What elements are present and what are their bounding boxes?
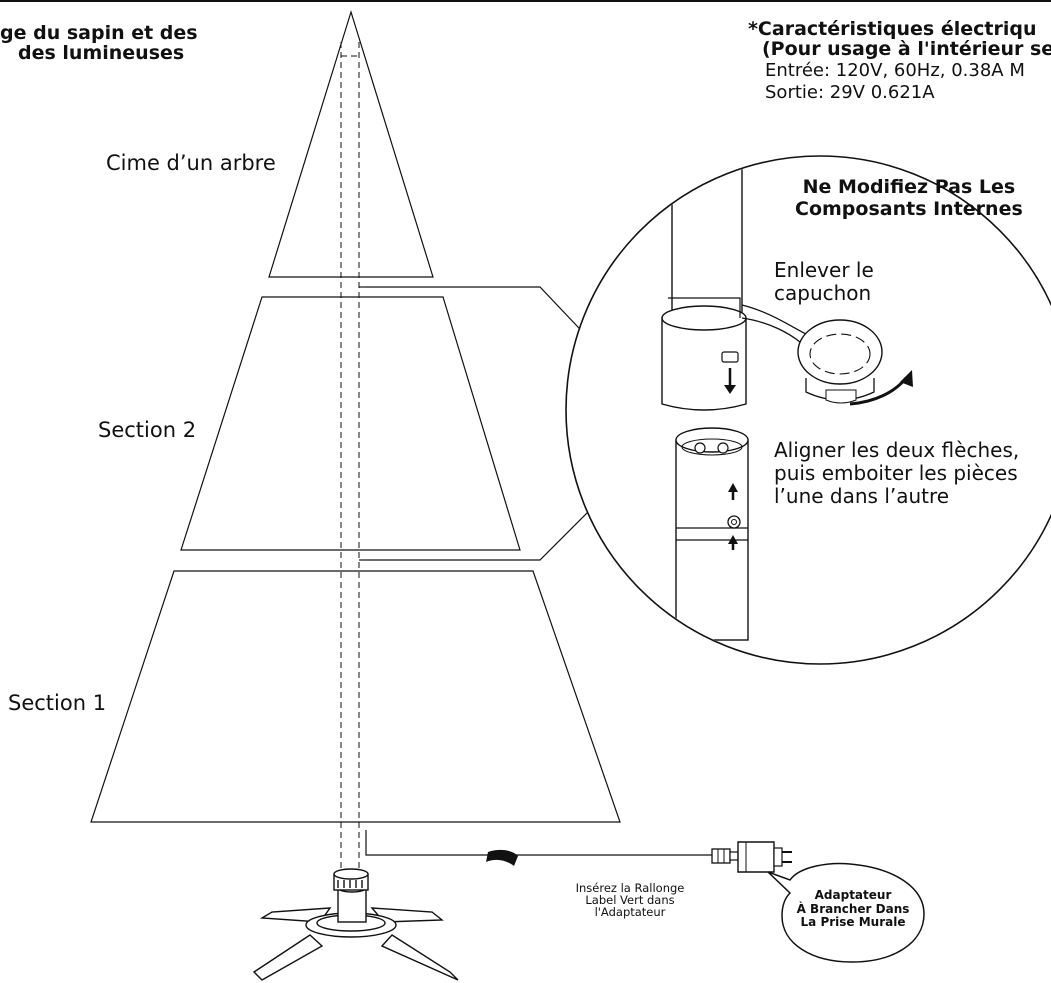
input-spec: Entrée: 120V, 60Hz, 0.38A M <box>765 60 1025 81</box>
section-1-label: Section 1 <box>8 691 107 715</box>
tree-top-label: Cime d’un arbre <box>106 151 276 175</box>
remove-cap-instruction: Enlever le capuchon <box>774 258 874 305</box>
page-title: ge du sapin et des des lumineuses <box>0 22 198 64</box>
adapter-bubble-text: Adaptateur À Brancher Dans La Prise Mura… <box>796 888 910 930</box>
cap-icon <box>797 319 883 404</box>
electrical-specs-heading: *Caractéristiques électriqu (Pour usage … <box>748 18 1051 60</box>
warning-label: Ne Modifiez Pas Les Composants Internes <box>795 176 1023 220</box>
section-2-shape <box>180 296 521 551</box>
electrical-specs-values: Entrée: 120V, 60Hz, 0.38A M Sortie: 29V … <box>765 60 1025 106</box>
detail-upper-assembly <box>661 157 913 641</box>
tree-top-shape <box>268 9 434 278</box>
detail-magnifier-circle <box>565 155 1051 665</box>
section-2-label: Section 2 <box>98 418 197 442</box>
center-pole <box>340 42 360 880</box>
output-spec: Sortie: 29V 0.621A <box>765 81 935 103</box>
cord-label-marker <box>486 849 518 866</box>
adapter-icon <box>711 841 792 873</box>
section-1-shape <box>90 570 621 823</box>
adapter-speech-bubble <box>767 862 925 963</box>
align-arrows-instruction: Aligner les deux flèches, puis emboiter … <box>774 438 1020 508</box>
cord-instruction: Insérez la Rallonge Label Vert dans l'Ad… <box>575 881 685 920</box>
tree-stand-base <box>252 868 459 981</box>
detail-lower-pole <box>675 427 749 641</box>
power-cord <box>365 830 724 856</box>
callout-line-top <box>366 286 596 346</box>
callout-line-bottom <box>366 499 601 561</box>
